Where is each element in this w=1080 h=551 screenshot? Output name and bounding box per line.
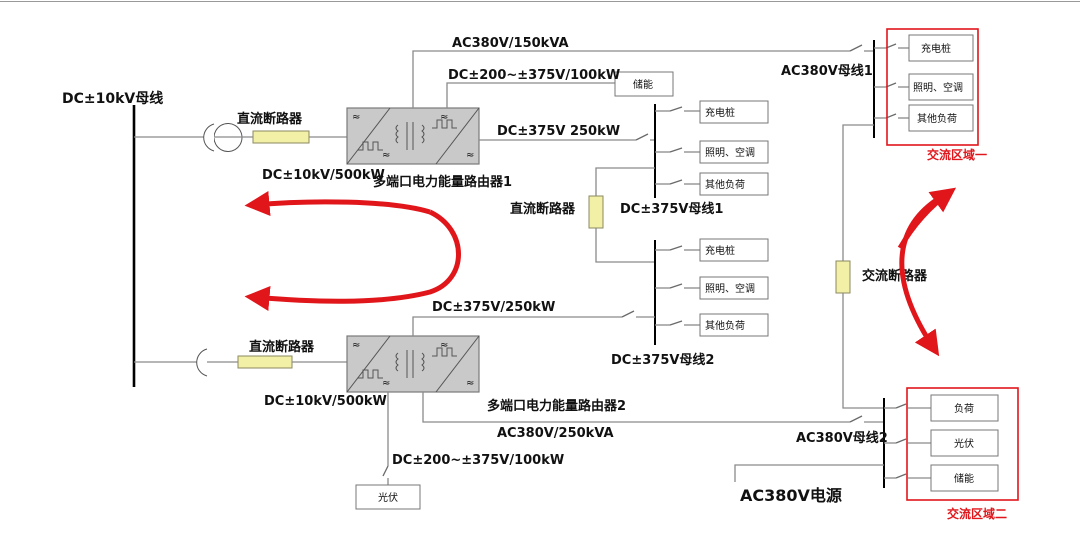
pv-box (355, 484, 421, 510)
svg-text:≈: ≈ (440, 340, 448, 351)
router2-dc-out-label: DC±375V/250kW (432, 300, 555, 315)
dc-bus1-load-2-label: 照明、空调 (705, 146, 755, 159)
ac-bus1-loads (874, 34, 974, 132)
ac-zone2-label: 交流区域二 (947, 506, 1007, 521)
router1-name: 多端口电力能量路由器1 (373, 174, 512, 190)
flow-arrow-bottom (244, 209, 461, 311)
dc-tie-line-bottom (595, 228, 655, 263)
ac-bus2-load-3 (930, 464, 999, 492)
dc-bus1-load-3 (699, 172, 769, 196)
router2-pv-label: DC±200~±375V/100kW (392, 453, 564, 468)
router2-dc-input-label: DC±10kV/500kW (264, 394, 387, 409)
dc-bus2-load-3 (699, 313, 769, 337)
router1-feed (134, 123, 347, 152)
ac-tie-line-bottom (842, 293, 884, 409)
ac-bus1-load-3 (908, 104, 974, 132)
dc-10kv-bus-label: DC±10kV母线 (62, 90, 163, 107)
router2-dc-out-line (412, 316, 622, 336)
router1-ac-switch (849, 44, 863, 52)
ac-bus2-load-1 (930, 394, 999, 422)
router2-breaker (237, 355, 293, 369)
router2-feed (134, 348, 347, 377)
router1-breaker-label: 直流断路器 (237, 111, 303, 127)
router1-dc-out-label: DC±375V 250kW (497, 124, 620, 139)
ac-bus1-load-2 (908, 73, 974, 101)
dc-tie-breaker (588, 195, 604, 229)
svg-text:≈: ≈ (352, 112, 360, 123)
dc-bus2-load-1-label: 充电桩 (705, 244, 735, 257)
ac-tie-breaker-label: 交流断路器 (862, 268, 928, 284)
router2-ac-label: AC380V/250kVA (497, 426, 614, 441)
ac-bus1-load-3-label: 其他负荷 (917, 112, 957, 125)
storage-box (614, 71, 674, 97)
router1-ac-line (412, 50, 850, 108)
router1-storage-line (446, 82, 615, 108)
svg-text:≈: ≈ (352, 340, 360, 351)
pv-box-label: 光伏 (378, 491, 398, 504)
svg-text:≈: ≈ (382, 150, 390, 161)
ac-tie-breaker (835, 260, 851, 294)
ac-source-line (734, 464, 884, 482)
storage-box-label: 储能 (633, 78, 653, 91)
ac-source-label: AC380V电源 (740, 486, 842, 505)
flow-arrow-ac-up (897, 187, 957, 250)
router2-name: 多端口电力能量路由器2 (487, 398, 626, 414)
ac-bus1-load-2-label: 照明、空调 (913, 81, 963, 94)
dc-tie-breaker-label: 直流断路器 (510, 201, 576, 217)
router1-dc-input-label: DC±10kV/500kW (262, 168, 385, 183)
router2-breaker-label: 直流断路器 (249, 339, 315, 355)
ac-bus2-load-1-label: 负荷 (954, 402, 974, 415)
svg-text:≈: ≈ (382, 378, 390, 389)
router1-storage-label: DC±200~±375V/100kW (448, 68, 620, 83)
dc-bus2-load-2 (699, 276, 769, 300)
dc-bus2-loads (655, 238, 769, 337)
dc-bus2-load-1 (699, 238, 769, 262)
router2-converter: ≈ ≈ ≈ ≈ (346, 335, 480, 393)
ac-zone2-border (906, 387, 1019, 501)
ac-zone1-border (886, 28, 979, 146)
router1-ac-label: AC380V/150kVA (452, 36, 569, 51)
router1-breaker (252, 130, 310, 144)
dc-bus1-loads (655, 100, 769, 196)
ac-bus1-label: AC380V母线1 (781, 63, 873, 79)
dc-bus1-load-3-label: 其他负荷 (705, 178, 745, 191)
svg-text:≈: ≈ (466, 378, 474, 389)
dc-bus1-load-1 (699, 100, 769, 124)
dc-tie-line-top (595, 167, 655, 196)
dc-bus1-load-2 (699, 140, 769, 164)
svg-text:≈: ≈ (466, 150, 474, 161)
svg-text:≈: ≈ (440, 112, 448, 123)
dc-bus2-label: DC±375V母线2 (611, 352, 714, 368)
router2-ac-line (422, 392, 850, 423)
dc-bus1-label: DC±375V母线1 (620, 201, 723, 217)
ac-bus1-load-1 (908, 34, 974, 62)
ac-bus1-load-1-label: 充电桩 (921, 42, 951, 55)
dc-bus1-load-1-label: 充电桩 (705, 106, 735, 119)
ac-bus2-load-2-label: 光伏 (954, 437, 974, 450)
dc-bus2-load-3-label: 其他负荷 (705, 319, 745, 332)
dc-bus2-load-2-label: 照明、空调 (705, 282, 755, 295)
ac-zone1-label: 交流区域一 (927, 147, 987, 162)
ac-bus2-load-2 (930, 429, 999, 457)
ac-tie-line-top (842, 124, 874, 261)
ac-bus2-label: AC380V母线2 (796, 430, 888, 446)
ac-bus2-loads (884, 394, 999, 492)
flow-arrow-top (244, 191, 431, 216)
ac-bus2-load-3-label: 储能 (954, 472, 974, 485)
router1-converter: ≈ ≈ ≈ ≈ (346, 107, 480, 165)
